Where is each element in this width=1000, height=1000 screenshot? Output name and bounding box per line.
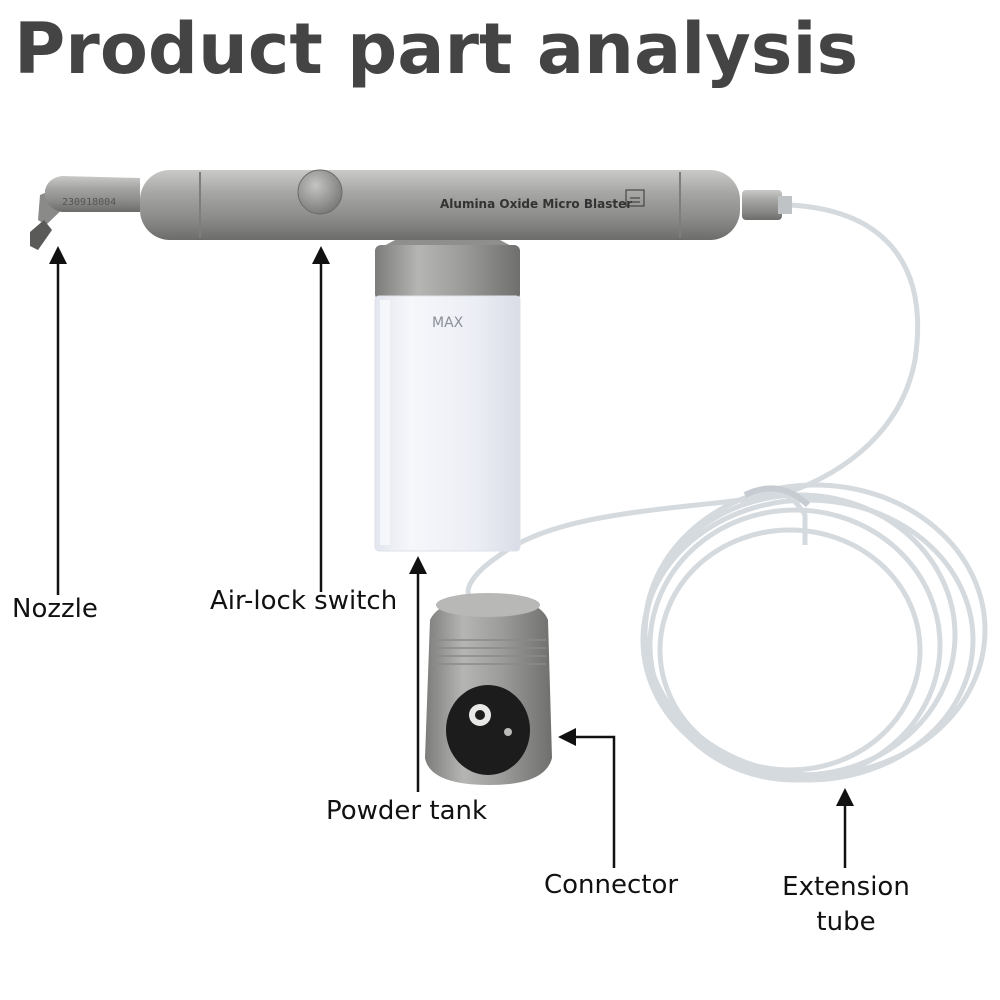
air-lock-switch-arrow [312,246,330,592]
connector-label: Connector [544,870,679,900]
powder-tank-label: Powder tank [326,796,488,826]
tank-marking: MAX [432,315,464,331]
handpiece-body [30,170,792,250]
page-title: Product part analysis [14,8,859,90]
logo-mark [625,189,645,207]
tube-clip [743,485,811,508]
connector [425,593,552,785]
nozzle-label: Nozzle [12,594,98,624]
extension-tube-arrow [836,788,854,868]
powder-tank-arrow [409,556,427,792]
brand-text: Alumina Oxide Micro Blaster [440,197,632,211]
extension-tube [465,202,988,783]
extension-tube-label-line2: tube [816,907,876,937]
serial-number: 230918004 [62,197,116,208]
nozzle-arrow [49,246,67,595]
connector-arrow [558,728,616,868]
extension-tube-label: Extension tube [778,870,914,940]
air-lock-switch-knob [297,169,343,215]
extension-tube-label-line1: Extension [782,872,910,902]
pointer-arrows [49,246,854,868]
air-lock-switch-label: Air-lock switch [210,586,398,616]
powder-tank [374,240,521,552]
